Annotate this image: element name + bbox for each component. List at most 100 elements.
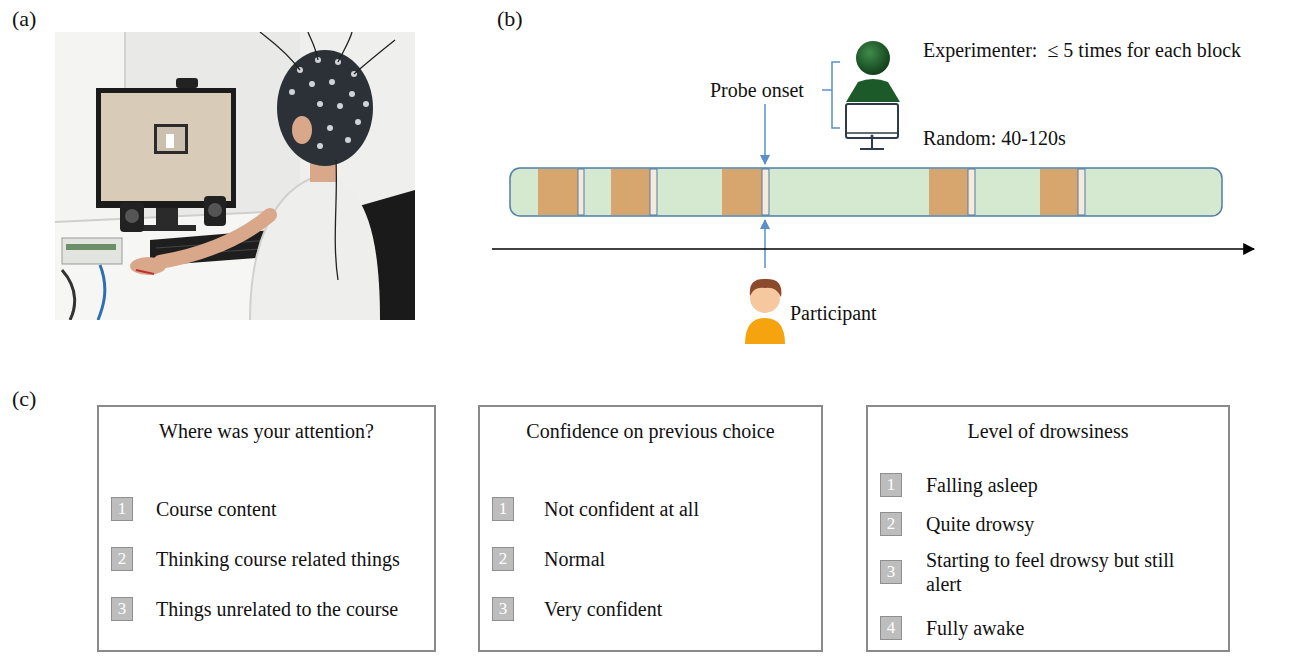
- illustration-part: [62, 270, 75, 320]
- illustration-part: [157, 127, 185, 151]
- option-number: 3: [887, 562, 896, 582]
- option-number: 2: [118, 549, 127, 569]
- illustration-part: [349, 91, 355, 97]
- illustration-part: [871, 138, 873, 148]
- illustration-part: [277, 50, 373, 166]
- figure-label: Random: 40-120s: [923, 126, 1066, 150]
- question-box: Confidence on previous choiceNot confide…: [478, 405, 823, 652]
- illustration-part: [101, 93, 231, 201]
- illustration-part: [762, 169, 769, 215]
- number-square: 2: [492, 547, 514, 571]
- option-text: Not confident at all: [544, 497, 699, 521]
- question-heading: Where was your attention?: [99, 419, 434, 443]
- illustration-part: [120, 202, 144, 232]
- number-square: 3: [492, 597, 514, 621]
- option-number: 4: [887, 618, 896, 638]
- illustration-part: [289, 89, 295, 95]
- illustration-part: [538, 169, 1078, 215]
- illustration-part: [968, 169, 975, 215]
- illustration-part: [250, 175, 380, 320]
- option-text: Course content: [156, 497, 277, 521]
- number-square: 4: [880, 616, 902, 640]
- question-box: Where was your attention? Course contentT…: [97, 405, 436, 652]
- illustration-part: [764, 220, 766, 268]
- illustration-part: [338, 32, 352, 62]
- number-square: 1: [880, 473, 902, 497]
- illustration-part: [1078, 169, 1085, 215]
- option-text: Things unrelated to the course: [156, 597, 398, 621]
- illustration-part: [510, 168, 1222, 216]
- illustration-part: [260, 32, 395, 280]
- illustration-part: [832, 62, 840, 128]
- number-square: 2: [111, 547, 133, 571]
- illustration-part: [308, 32, 318, 60]
- illustration-part: [578, 169, 584, 215]
- illustration-part: [166, 134, 174, 148]
- option-number: 3: [118, 599, 127, 619]
- illustration-part: [929, 169, 968, 215]
- illustration-part: [745, 318, 785, 344]
- illustration-part: [363, 101, 369, 107]
- figure-label: (a): [12, 6, 36, 32]
- illustration-part: [55, 32, 415, 320]
- option-text: Starting to feel drowsy but still alert: [926, 548, 1188, 596]
- illustration-part: [317, 143, 323, 149]
- option-text: Normal: [544, 547, 605, 571]
- option-number: 1: [118, 499, 127, 519]
- illustration-part: [154, 124, 188, 154]
- option-text: Falling asleep: [926, 473, 1038, 497]
- illustration-part: [856, 41, 890, 75]
- illustration-part: [538, 169, 578, 215]
- illustration-part: [822, 89, 832, 91]
- question-heading: Level of drowsiness: [868, 419, 1228, 443]
- illustration-part: [160, 215, 270, 262]
- number-square: 2: [880, 512, 902, 536]
- probe-timeline: [492, 41, 1254, 344]
- option-text: Thinking course related things: [156, 547, 400, 571]
- illustration-part: [96, 88, 236, 208]
- illustration-part: [66, 244, 116, 250]
- figure-label: (b): [497, 6, 523, 32]
- illustration-part: [317, 101, 323, 107]
- illustration-part: [764, 104, 766, 164]
- illustration-part: [871, 135, 874, 138]
- illustration-part: [846, 132, 898, 134]
- illustration-part: [292, 116, 312, 144]
- illustration-part: [327, 125, 333, 131]
- option-number: 1: [499, 499, 508, 519]
- question-heading: Confidence on previous choice: [480, 419, 821, 443]
- option-number: 2: [887, 514, 896, 534]
- illustration-part: [140, 225, 196, 231]
- figure-label: Experimenter: ≤ 5 times for each block: [923, 38, 1241, 62]
- illustration-part: [208, 203, 222, 217]
- illustration-part: [136, 270, 154, 274]
- illustration-part: [355, 119, 361, 125]
- illustration-part: [345, 137, 351, 143]
- illustration-part: [329, 79, 335, 85]
- illustration-part: [98, 265, 105, 320]
- illustration-part: [492, 248, 1254, 250]
- illustration-part: [309, 81, 315, 87]
- figure-label: Participant: [790, 301, 877, 325]
- illustration-part: [650, 169, 657, 215]
- option-number: 2: [499, 549, 508, 569]
- illustration-part: [722, 169, 762, 215]
- option-text: Very confident: [544, 597, 662, 621]
- figure-label: Probe onset: [710, 78, 804, 102]
- number-square: 3: [880, 560, 902, 584]
- photo-illustration: [55, 32, 415, 320]
- illustration-part: [335, 160, 338, 280]
- illustration-part: [337, 103, 343, 109]
- illustration-part: [125, 209, 139, 223]
- option-number: 1: [887, 475, 896, 495]
- illustration-part: [860, 148, 884, 150]
- illustration-part: [578, 169, 1085, 215]
- illustration-part: [354, 40, 395, 74]
- illustration-part: [250, 175, 320, 320]
- illustration-part: [611, 169, 650, 215]
- option-text: Quite drowsy: [926, 512, 1034, 536]
- illustration-part: [204, 196, 226, 226]
- illustration-part: [750, 279, 782, 297]
- illustration-part: [176, 78, 198, 88]
